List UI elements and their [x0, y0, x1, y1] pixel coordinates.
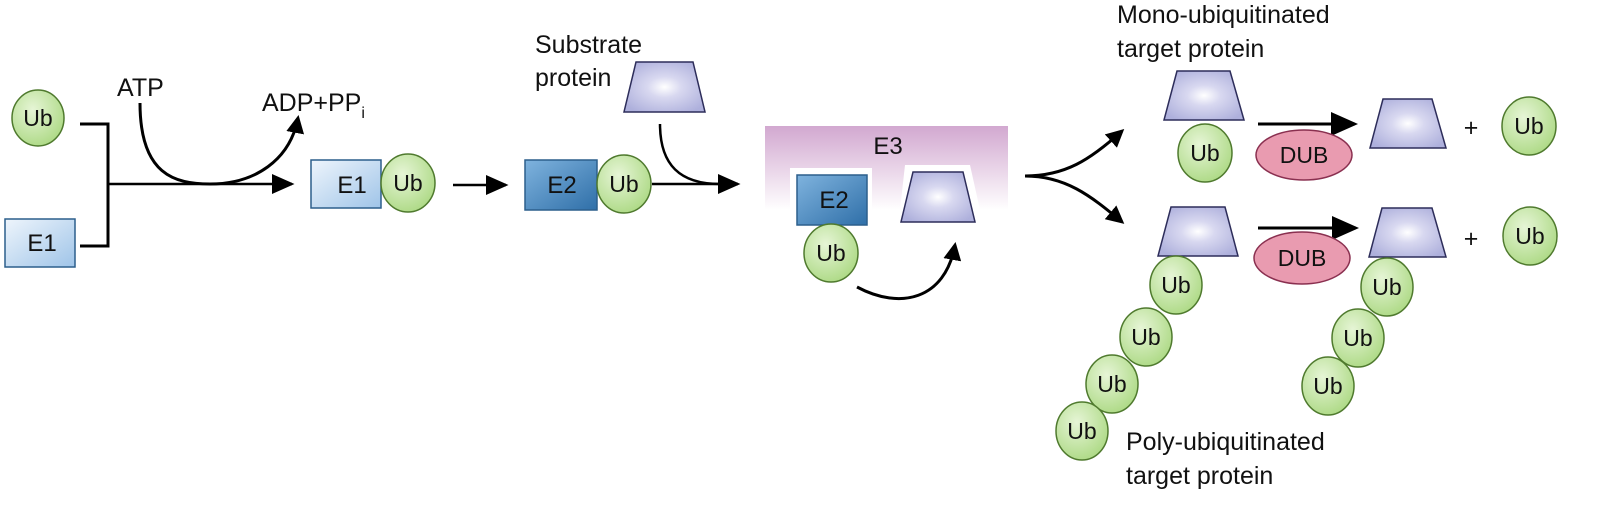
ub-label: Ub: [609, 171, 638, 197]
ub-label: Ub: [1514, 113, 1543, 139]
e1-label: E1: [27, 230, 56, 257]
e2-ub-complex: E2 Ub: [524, 154, 652, 214]
ub-label: Ub: [1313, 373, 1342, 399]
plus-sign-poly: +: [1464, 225, 1479, 253]
substrate-arrow: [658, 123, 721, 186]
dub-enzyme-mono: DUB: [1255, 129, 1353, 181]
e2-label: E2: [819, 187, 848, 214]
e1-ub-complex: E1 Ub: [310, 153, 436, 213]
substrate-label-line2: protein: [535, 64, 611, 92]
ub-label: Ub: [1372, 274, 1401, 300]
adp-label: ADP+PPi: [262, 89, 365, 122]
ub-label: Ub: [1067, 418, 1096, 444]
e1-label: E1: [337, 172, 366, 199]
branch-arrow-mono: [1024, 128, 1125, 178]
poly-ubiquitinated-protein: Ub Ub Ub Ub: [1055, 206, 1239, 461]
ub-label: Ub: [1097, 371, 1126, 397]
e3-complex: E3 E2 Ub: [765, 126, 1008, 283]
released-protein-mono: [1369, 98, 1447, 149]
poly-label-line2: target protein: [1126, 462, 1273, 490]
released-ub-poly: Ub: [1502, 206, 1558, 266]
ub-label: Ub: [816, 240, 845, 266]
ub-label: Ub: [1343, 325, 1372, 351]
poly-label-line1: Poly-ubiquitinated: [1126, 428, 1325, 456]
ub-label: Ub: [1131, 324, 1160, 350]
mono-ubiquitinated-protein: Ub: [1163, 70, 1245, 183]
atp-label: ATP: [117, 74, 164, 102]
ub-label: Ub: [1161, 272, 1190, 298]
substrate-protein: [623, 61, 706, 113]
atp-adp-arrow: [138, 102, 305, 186]
released-ub-mono: Ub: [1501, 96, 1557, 156]
ub-label: Ub: [393, 170, 422, 196]
dub-enzyme-poly: DUB: [1253, 231, 1351, 285]
ub-label: Ub: [1190, 140, 1219, 166]
e1-free: E1: [4, 218, 76, 268]
e2-label: E2: [547, 172, 576, 199]
plus-sign-mono: +: [1464, 114, 1479, 142]
branch-arrow-poly: [1024, 174, 1125, 224]
ub-free-start: Ub: [11, 89, 65, 147]
substrate-label-line1: Substrate: [535, 31, 642, 59]
dub-label: DUB: [1280, 142, 1329, 168]
e3-label: E3: [873, 133, 902, 160]
ub-label: Ub: [1515, 223, 1544, 249]
ub-label: Ub: [23, 105, 52, 131]
dub-label: DUB: [1278, 245, 1327, 271]
mono-label-line2: target protein: [1117, 35, 1264, 63]
join-bracket: [80, 122, 110, 248]
mono-label-line1: Mono-ubiquitinated: [1117, 1, 1330, 29]
ub-transfer-arrow: [856, 242, 962, 301]
remaining-poly-chain: Ub Ub Ub: [1301, 207, 1447, 416]
